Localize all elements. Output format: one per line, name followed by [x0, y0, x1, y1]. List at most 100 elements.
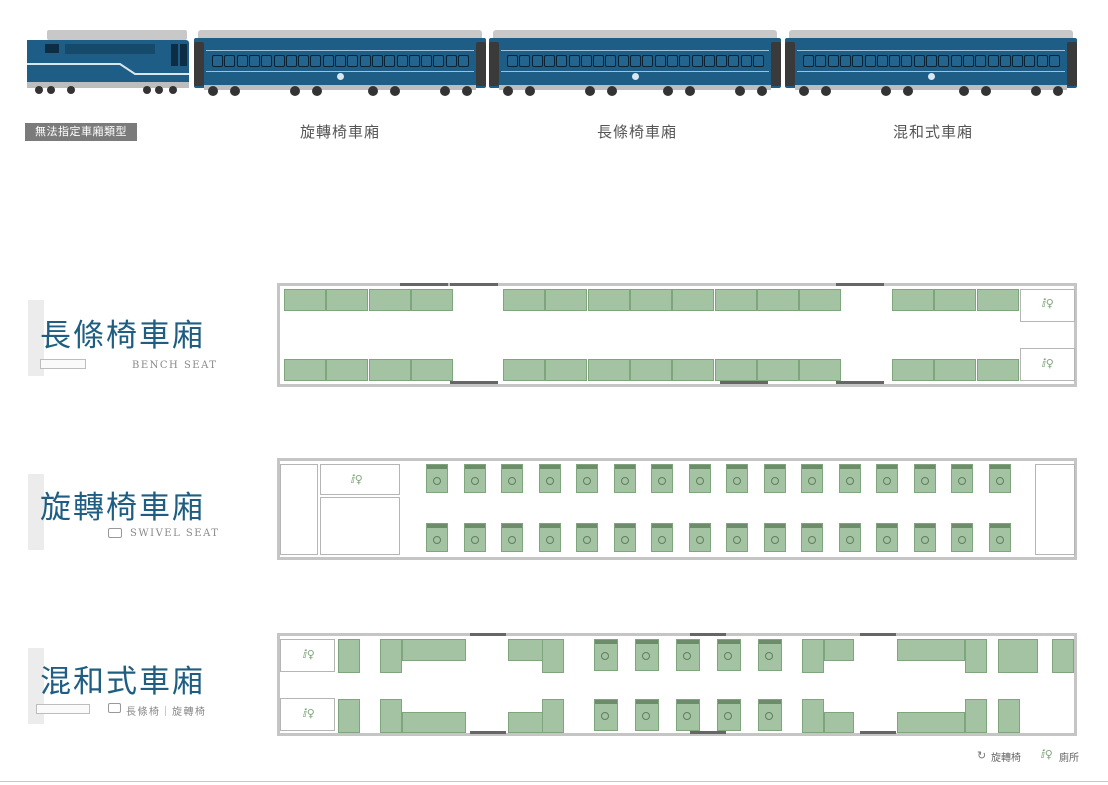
brand-logo-icon	[337, 73, 344, 80]
no-assign-badge: 無法指定車廂類型	[25, 123, 137, 141]
window	[803, 55, 814, 67]
section-subtitle-mixed: 長條椅｜旋轉椅	[126, 707, 207, 718]
wheel	[230, 86, 240, 96]
window	[580, 55, 592, 67]
window	[666, 55, 678, 67]
bench-seat	[284, 359, 326, 381]
window	[605, 55, 617, 67]
swivel-seat	[726, 523, 748, 552]
window	[433, 55, 445, 67]
swivel-seat-icon	[108, 703, 121, 713]
bench-seat	[410, 359, 453, 381]
window	[654, 55, 666, 67]
window	[556, 55, 568, 67]
rotate-icon	[770, 536, 779, 544]
bench-seat	[545, 359, 588, 381]
car-label-bench: 長條椅車廂	[597, 123, 678, 141]
bench-seat	[503, 289, 545, 311]
toilet-icon: ⅈ♀	[303, 707, 315, 720]
rotate-icon	[658, 477, 666, 485]
swivel-seat	[463, 523, 486, 552]
bench-seat	[326, 289, 369, 311]
section-title-bench: 長條椅車廂	[40, 318, 205, 354]
swivel-seat	[763, 464, 786, 493]
wheel	[685, 86, 695, 96]
rotate-icon	[620, 536, 629, 544]
door	[860, 731, 896, 734]
bench-seat	[802, 639, 824, 673]
rotate-icon	[601, 712, 609, 720]
bench-seat	[338, 639, 360, 673]
rotate-icon	[733, 536, 741, 544]
window	[236, 55, 248, 67]
window	[458, 55, 469, 67]
swivel-seat	[951, 523, 973, 552]
rotate-icon	[733, 477, 741, 485]
window	[384, 55, 396, 67]
swivel-seat	[838, 523, 861, 552]
bench-seat	[368, 289, 411, 311]
rotate-icon	[765, 712, 773, 720]
door	[470, 633, 506, 636]
legend-swivel-label: 旋轉椅	[991, 753, 1021, 764]
bench-seat	[756, 359, 799, 381]
rotate-icon	[583, 477, 591, 485]
window	[728, 55, 740, 67]
bench-seat	[368, 359, 411, 381]
swivel-seat	[717, 699, 741, 731]
bench-seat	[410, 289, 453, 311]
bench-seat	[402, 712, 466, 733]
title-shade	[28, 474, 44, 550]
window	[224, 55, 236, 67]
swivel-seat	[758, 639, 782, 671]
window	[347, 55, 359, 67]
window	[889, 55, 901, 67]
window	[298, 55, 310, 67]
bench-seat	[503, 359, 545, 381]
swivel-seat	[801, 464, 823, 493]
bench-seat	[284, 289, 326, 311]
rotate-icon	[845, 477, 854, 485]
window	[926, 55, 937, 67]
window	[852, 55, 864, 67]
wheel	[1031, 86, 1041, 96]
swivel-seat	[801, 523, 823, 552]
window	[839, 55, 851, 67]
swivel-floor-plan: ⅈ♀	[277, 458, 1077, 560]
swivel-seat	[538, 464, 561, 493]
window	[248, 55, 260, 67]
swivel-seat-icon	[108, 528, 122, 538]
brand-logo-icon	[632, 73, 639, 80]
window	[1012, 55, 1024, 67]
window	[359, 55, 371, 67]
wheel	[1053, 86, 1063, 96]
swivel-seat	[576, 464, 598, 493]
wheel	[462, 86, 472, 96]
rotate-icon	[808, 477, 816, 485]
window	[642, 55, 654, 67]
window	[691, 55, 703, 67]
car-label-swivel: 旋轉椅車廂	[300, 123, 381, 141]
bench-seat	[587, 289, 630, 311]
bench-seat	[402, 639, 466, 661]
wheel	[903, 86, 913, 96]
rotate-icon	[883, 477, 891, 485]
rotate-icon	[695, 477, 704, 485]
swivel-seat	[988, 523, 1011, 552]
wheel	[440, 86, 450, 96]
window	[568, 55, 580, 67]
bench-seat	[897, 712, 965, 733]
section-subtitle-bench: BENCH SEAT	[132, 360, 218, 371]
window	[285, 55, 297, 67]
bench-seat	[897, 639, 965, 661]
bench-seat	[380, 699, 402, 733]
rotate-icon	[601, 652, 609, 660]
swivel-seat	[651, 523, 673, 552]
window	[310, 55, 322, 67]
window	[1024, 55, 1036, 67]
window	[827, 55, 839, 67]
window	[716, 55, 728, 67]
window	[519, 55, 531, 67]
end-area-right	[1035, 464, 1075, 555]
rotate-icon	[683, 712, 691, 720]
